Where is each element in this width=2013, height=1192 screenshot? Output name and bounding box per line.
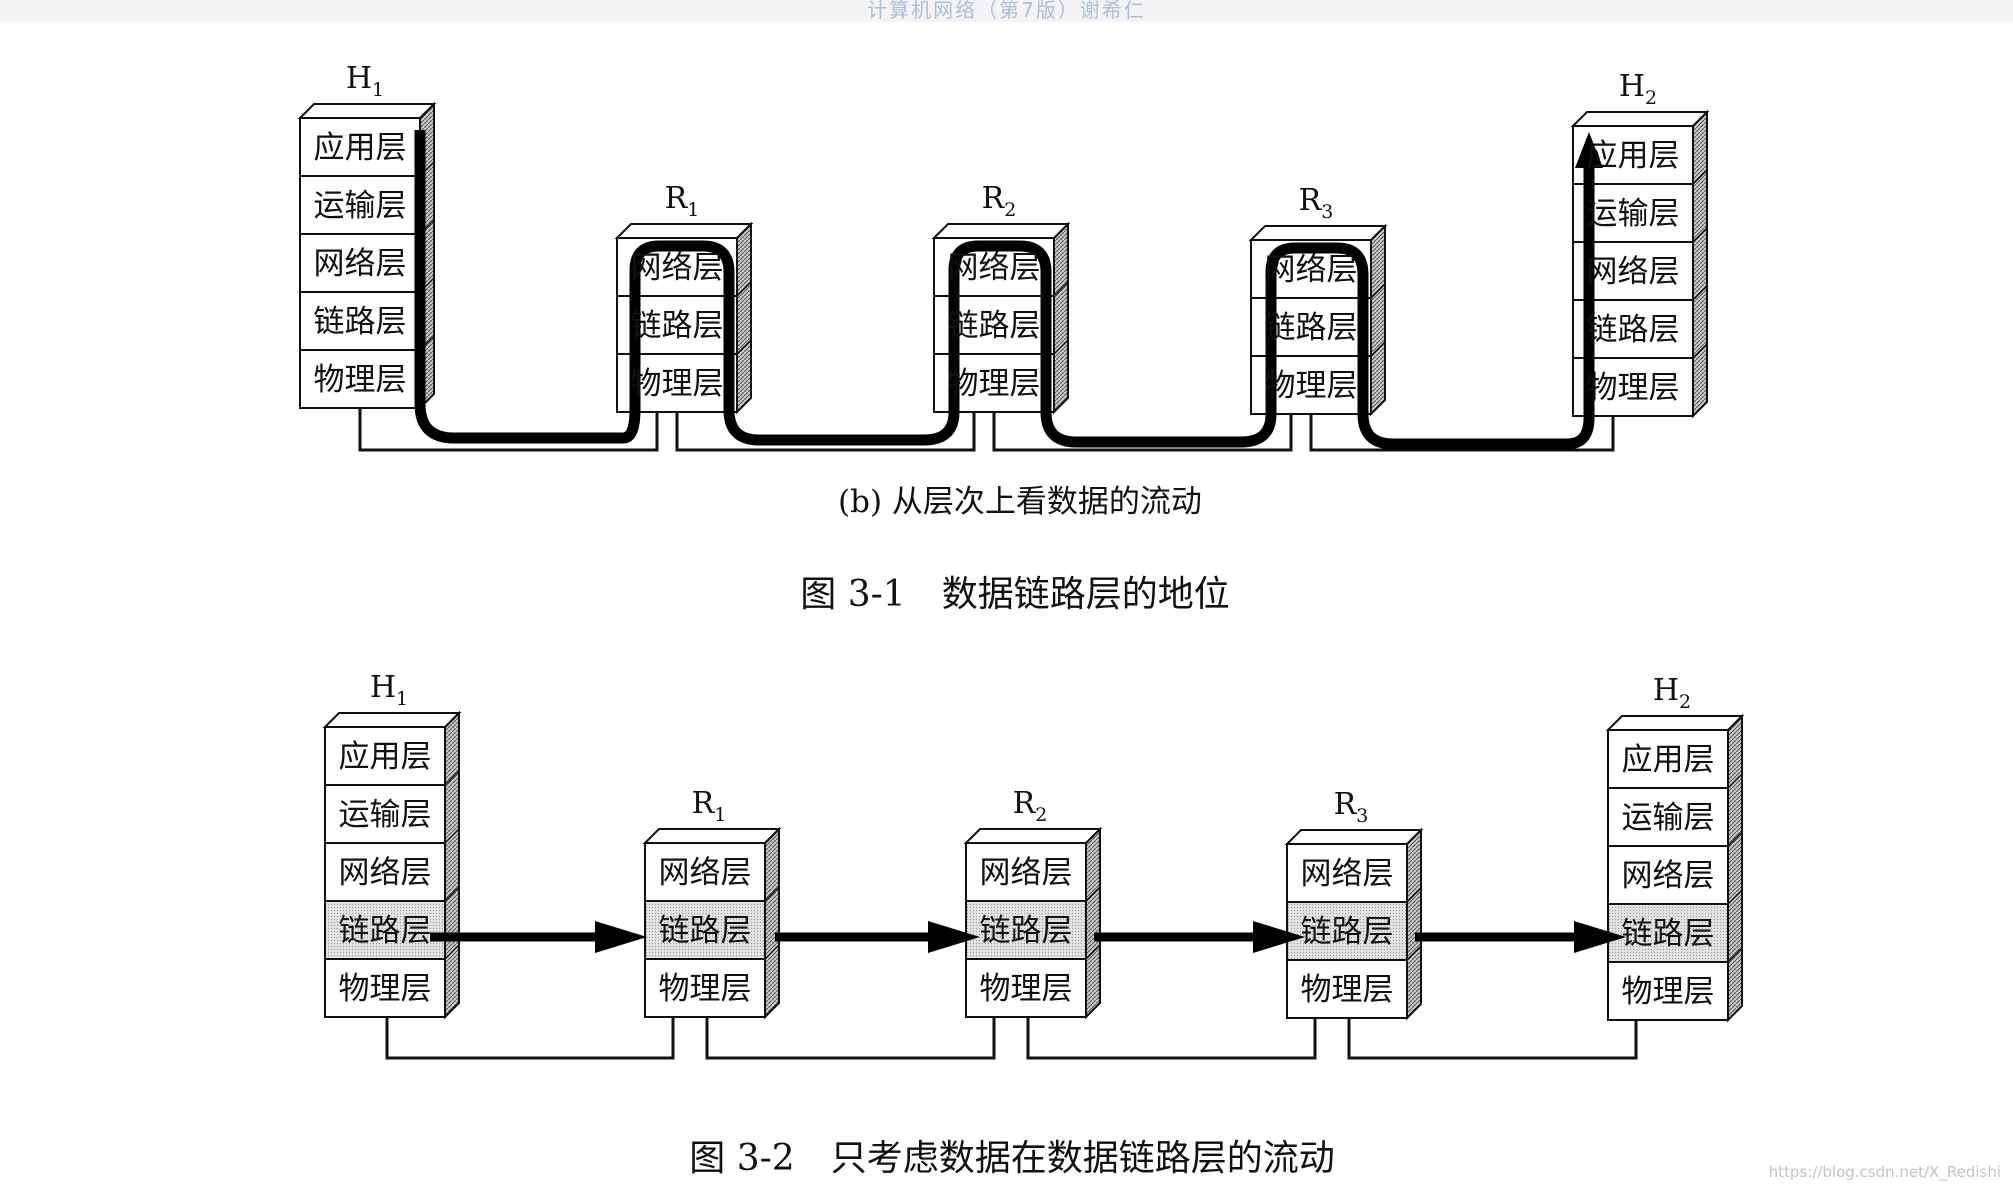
layer-label-physical: 物理层 <box>659 971 752 1007</box>
layer-box-transport <box>324 784 446 844</box>
header-bar: 计算机网络（第7版）谢希仁 <box>0 0 2013 22</box>
layer-label-transport: 运输层 <box>1622 800 1715 836</box>
node-label: H2 <box>1619 69 1657 109</box>
layer-box-physical <box>1607 961 1729 1021</box>
layer-label-link: 链路层 <box>314 304 407 340</box>
layer-label-physical: 物理层 <box>631 366 724 402</box>
layer-label-application: 应用层 <box>1587 138 1680 174</box>
layer-box-physical <box>644 958 766 1018</box>
layer-label-link: 链路层 <box>1301 914 1394 950</box>
layer-label-link: 链路层 <box>339 913 432 949</box>
layer-box-transport <box>1607 787 1729 847</box>
node-label: R1 <box>692 786 727 826</box>
layer-label-network: 网络层 <box>1587 254 1680 290</box>
physical-link <box>1026 1017 1317 1060</box>
layer-label-network: 网络层 <box>659 855 752 891</box>
layer-label-network: 网络层 <box>314 246 407 282</box>
layer-label-physical: 物理层 <box>314 362 407 398</box>
flow-arrowhead <box>1575 132 1603 168</box>
physical-link <box>1309 414 1615 452</box>
layer-label-physical: 物理层 <box>339 971 432 1007</box>
node-label: H1 <box>370 670 408 710</box>
layer-label-network: 网络层 <box>631 250 724 286</box>
layer-label-network: 网络层 <box>1301 856 1394 892</box>
layer-box-link <box>644 900 766 960</box>
stack-fig2-4 <box>1605 713 1745 1023</box>
layer-box-physical <box>965 958 1087 1018</box>
layer-label-link: 链路层 <box>1622 916 1715 952</box>
layer-label-link: 链路层 <box>948 308 1041 344</box>
physical-link <box>385 1017 675 1060</box>
node-label: R3 <box>1299 183 1334 223</box>
layer-label-network: 网络层 <box>948 250 1041 286</box>
figure-subcaption: (b) 从层次上看数据的流动 <box>838 484 1202 520</box>
layer-label-link: 链路层 <box>1587 312 1680 348</box>
layer-label-transport: 运输层 <box>1587 196 1680 232</box>
layer-label-physical: 物理层 <box>1301 972 1394 1008</box>
layer-label-link: 链路层 <box>980 913 1073 949</box>
header-title: 计算机网络（第7版）谢希仁 <box>867 0 1146 22</box>
physical-link <box>705 1017 996 1060</box>
layer-box-link <box>299 291 421 351</box>
layer-label-application: 应用层 <box>314 130 407 166</box>
physical-link <box>358 408 659 452</box>
layer-label-network: 网络层 <box>980 855 1073 891</box>
stack-fig2-1 <box>642 826 782 1020</box>
stack-fig2-2 <box>963 826 1103 1020</box>
layer-box-link <box>1286 901 1408 961</box>
layer-label-network: 网络层 <box>1622 858 1715 894</box>
layer-label-link: 链路层 <box>1265 310 1358 346</box>
link-flow-arrowhead <box>595 921 647 953</box>
layer-label-application: 应用层 <box>339 739 432 775</box>
node-label: R2 <box>1013 786 1048 826</box>
layer-box-physical <box>324 958 446 1018</box>
node-label: H1 <box>346 61 384 101</box>
link-flow-arrowhead <box>1253 921 1305 953</box>
layer-label-physical: 物理层 <box>1587 370 1680 406</box>
stack-fig2-0 <box>322 710 462 1020</box>
link-flow-arrowhead <box>1574 921 1626 953</box>
layer-box-application <box>324 726 446 786</box>
layer-label-link: 链路层 <box>659 913 752 949</box>
layer-label-physical: 物理层 <box>1265 368 1358 404</box>
layer-box-application <box>299 117 421 177</box>
layer-label-physical: 物理层 <box>1622 974 1715 1010</box>
layer-box-network <box>299 233 421 293</box>
layer-label-link: 链路层 <box>631 308 724 344</box>
node-label: R1 <box>665 181 700 221</box>
stack-fig2-3 <box>1284 827 1424 1021</box>
layer-label-physical: 物理层 <box>980 971 1073 1007</box>
node-label: R2 <box>982 181 1017 221</box>
node-label: H2 <box>1653 673 1691 713</box>
layer-box-physical <box>1286 959 1408 1019</box>
physical-link <box>1347 1018 1638 1060</box>
layer-label-network: 网络层 <box>339 855 432 891</box>
figure-caption: 图 3-1 数据链路层的地位 <box>800 574 1229 615</box>
layer-label-transport: 运输层 <box>314 188 407 224</box>
link-flow-arrowhead <box>928 921 980 953</box>
stack-fig1-0 <box>297 101 437 411</box>
layer-label-transport: 运输层 <box>339 797 432 833</box>
layer-box-network <box>644 842 766 902</box>
layer-label-application: 应用层 <box>1622 742 1715 778</box>
layer-label-network: 网络层 <box>1265 252 1358 288</box>
layer-box-transport <box>299 175 421 235</box>
physical-link <box>992 412 1293 452</box>
data-flow-path <box>414 130 1595 450</box>
watermark-text: https://blog.csdn.net/X_Redishi <box>1768 1163 2001 1181</box>
physical-link <box>675 412 976 452</box>
node-label: R3 <box>1334 787 1369 827</box>
layer-box-application <box>1607 729 1729 789</box>
layer-box-network <box>1286 843 1408 903</box>
layer-label-physical: 物理层 <box>948 366 1041 402</box>
figure-caption: 图 3-2 只考虑数据在数据链路层的流动 <box>689 1138 1334 1179</box>
